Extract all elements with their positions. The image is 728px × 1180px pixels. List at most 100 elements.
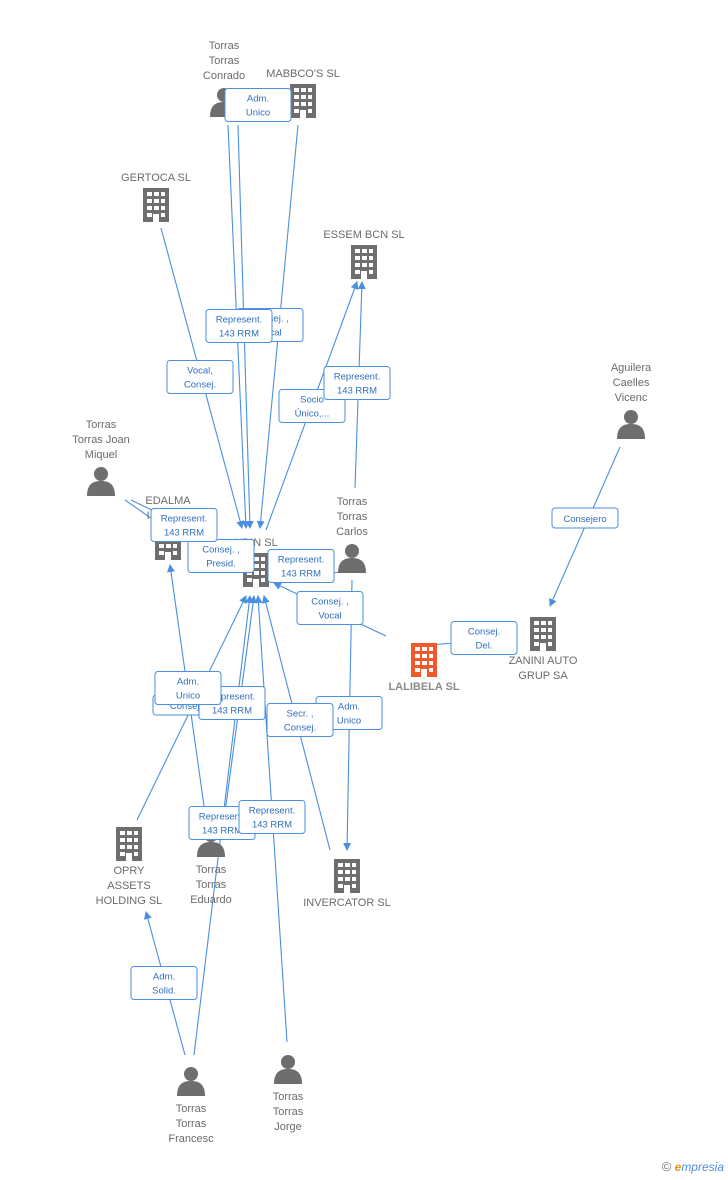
edge-label-text: Consej. [284, 723, 316, 734]
edge-label-text: 143 RRM [219, 329, 259, 340]
edge-label-text: Adm. [153, 972, 175, 983]
node-label-invercator: INVERCATOR SL [303, 897, 391, 909]
edge-label-text: 143 RRM [252, 820, 292, 831]
node-label-eduardo: Eduardo [190, 894, 232, 906]
edge-label-text: Unico [176, 691, 200, 702]
node-label-eduardo: Torras [196, 864, 227, 876]
node-label-jorge: Torras [273, 1106, 304, 1118]
edge-label-joanmiquel-edalma[interactable]: Represent. 143 RRM [150, 508, 218, 542]
edge-label-text: Unico [246, 108, 270, 119]
edge-label-text: Represent. [334, 372, 380, 383]
node-label-opry: ASSETS [107, 880, 150, 892]
node-invercator[interactable]: INVERCATOR SL [303, 859, 391, 909]
building-icon [530, 617, 556, 651]
edge-label-text: Represent. [199, 812, 245, 823]
building-icon [290, 84, 316, 118]
node-gertoca[interactable]: GERTOCA SL [121, 172, 191, 222]
node-label-lalibela: LALIBELA SL [388, 681, 459, 693]
node-label-eduardo: Torras [196, 879, 227, 891]
node-label-francesc: Torras [176, 1118, 207, 1130]
edge-label-box [187, 539, 255, 573]
edge-label-text: 143 RRM [164, 528, 204, 539]
node-label-essem: ESSEM BCN SL [323, 229, 404, 241]
edge-label-carlos-essem[interactable]: Represent.143 RRM [323, 366, 391, 400]
edge-label-text: Represent. [278, 555, 324, 566]
edge-label-text: 143 RRM [281, 569, 321, 580]
brand-footer: © empresia [662, 1159, 724, 1174]
edge-label-text: 143 RRM [202, 826, 242, 837]
edge-label-francesc-opry[interactable]: Adm. Solid. [130, 966, 198, 1000]
node-mabbcos[interactable]: MABBCO'S SL [266, 68, 340, 118]
edge-label-text: Consej. [468, 627, 500, 638]
edge-label-text: Represent. [161, 514, 207, 525]
edge-label-box [551, 507, 619, 529]
edge-label-joanmiquel-udin[interactable]: Consej. ,Presid. [187, 539, 255, 573]
edge-label-box [323, 366, 391, 400]
edge-label-text: Vocal, [187, 366, 213, 377]
node-label-joanmiquel: Miquel [85, 449, 117, 461]
building-icon [116, 827, 142, 861]
node-label-conrado: Torras [209, 55, 240, 67]
edge-label-gertoca-udin[interactable]: Vocal, Consej. [166, 360, 234, 394]
node-label-carlos: Carlos [336, 526, 368, 538]
building-icon [411, 643, 437, 677]
node-label-zanini: ZANINI AUTO [509, 655, 578, 667]
edge-label-conrado-udin[interactable]: Represent. 143 RRM [205, 309, 273, 343]
edge-label-invercator-udin[interactable]: Secr. , Consej. [266, 703, 334, 737]
node-label-carlos: Torras [337, 511, 368, 523]
edge-label-box [150, 508, 218, 542]
edge-label-box [238, 800, 306, 834]
node-lalibela[interactable]: LALIBELA SL [388, 643, 460, 693]
edge-label-box [266, 703, 334, 737]
edge-label-text: Socio [300, 395, 324, 406]
edge-label-text: Represent. [249, 806, 295, 817]
edge-label-text: Represent. [216, 315, 262, 326]
edge-label-carlos-udin[interactable]: Represent. 143 RRM [267, 549, 335, 583]
edge-label-text: Único,... [295, 409, 330, 420]
node-label-conrado: Conrado [203, 70, 245, 82]
edge-label-conrado-udin[interactable]: Adm.Unico [224, 88, 292, 122]
node-label-opry: OPRY [114, 865, 146, 877]
edge-label-text: 143 RRM [212, 706, 252, 717]
edge-label-lalibela-zanini[interactable]: Consej. Del. [450, 621, 518, 655]
edge-label-text: Del. [476, 641, 493, 652]
node-zanini[interactable]: ZANINI AUTO GRUP SA [509, 617, 578, 682]
person-icon [274, 1055, 302, 1084]
edge-label-text: Adm. [177, 677, 199, 688]
edge-label-text: Secr. , [287, 709, 314, 720]
node-label-zanini: GRUP SA [518, 670, 568, 682]
edge-label-text: Consej. , [202, 545, 240, 556]
edge-label-lalibela-udin[interactable]: Consej. ,Vocal [296, 591, 364, 625]
edge-label-aguilera-zanini[interactable]: Consejero [551, 507, 619, 529]
edge-label-text: Unico [337, 716, 361, 727]
edge-label-box [205, 309, 273, 343]
person-icon [177, 1067, 205, 1096]
building-icon [334, 859, 360, 893]
edge-label-box [224, 88, 292, 122]
edge-label-box [166, 360, 234, 394]
edge-label-box [130, 966, 198, 1000]
node-label-joanmiquel: Torras Joan [72, 434, 129, 446]
node-label-aguilera: Caelles [613, 377, 650, 389]
edge-label-box [450, 621, 518, 655]
edge-label-text: Consej. [184, 380, 216, 391]
edge-label-text: Vocal [318, 611, 341, 622]
person-icon [338, 544, 366, 573]
node-essem[interactable]: ESSEM BCN SL [323, 229, 405, 279]
edge-label-jorge-udin[interactable]: Represent. 143 RRM [238, 800, 306, 834]
building-icon [351, 245, 377, 279]
node-label-mabbcos: MABBCO'S SL [266, 68, 340, 80]
edge-label-text: Solid. [152, 986, 176, 997]
node-label-conrado: Torras [209, 40, 240, 52]
edge-label-eduardo-edalma[interactable]: Adm. Unico [154, 671, 222, 705]
edge-labels-layer: Adm.UnicoConsej. ,VocalVocal,Consej.Cons… [130, 88, 619, 1000]
